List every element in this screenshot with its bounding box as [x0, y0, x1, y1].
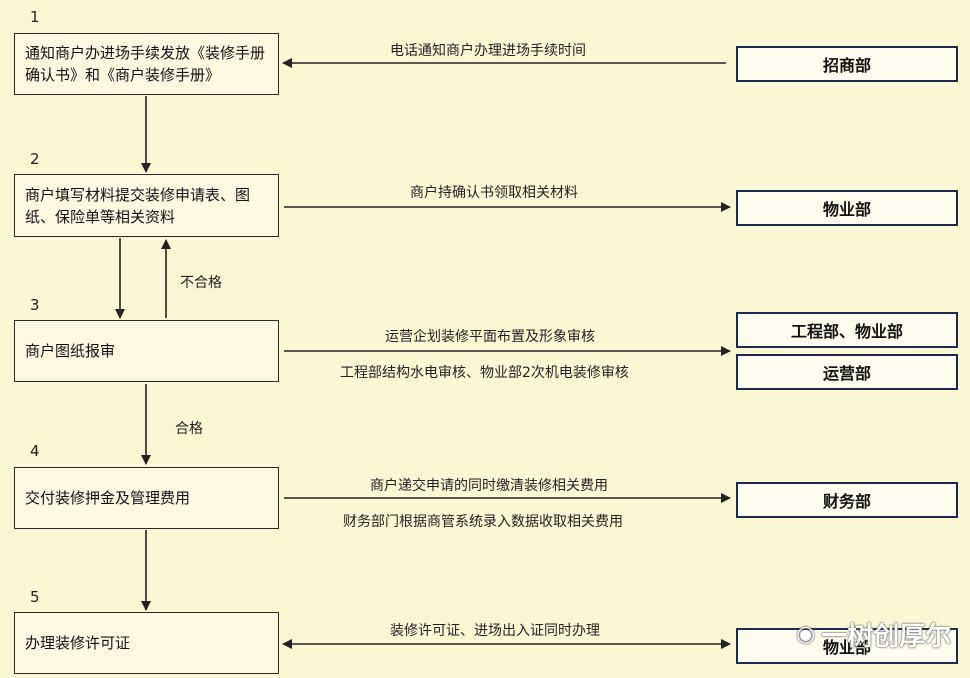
step-2-text: 商户填写材料提交装修申请表、图纸、保险单等相关资料	[25, 185, 251, 226]
dept-yunying-box: 运营部	[736, 354, 958, 390]
step-5-box: 办理装修许可证	[14, 612, 279, 674]
flow-1-label: 电话通知商户办理进场手续时间	[390, 43, 586, 59]
step-1-number: 1	[30, 8, 40, 26]
dept-wuye-2-box: 物业部	[736, 628, 958, 664]
flow-4b-label: 财务部门根据商管系统录入数据收取相关费用	[343, 514, 623, 530]
step-5-text: 办理装修许可证	[25, 634, 131, 652]
step-3-text: 商户图纸报审	[25, 342, 116, 360]
fail-label: 不合格	[180, 275, 222, 291]
step-3-number: 3	[30, 296, 40, 314]
dept-gongcheng-wuye-box: 工程部、物业部	[736, 312, 958, 348]
flow-4a-label: 商户递交申请的同时缴清装修相关费用	[370, 478, 608, 494]
dept-zhaoshang-box: 招商部	[736, 46, 958, 82]
flow-3a-label: 运营企划装修平面布置及形象审核	[385, 329, 595, 345]
step-4-text: 交付装修押金及管理费用	[25, 489, 191, 507]
dept-wuye-box: 物业部	[736, 190, 958, 226]
flow-3b-label: 工程部结构水电审核、物业部2次机电装修审核	[340, 365, 629, 381]
step-2-box: 商户填写材料提交装修申请表、图纸、保险单等相关资料	[14, 174, 279, 237]
step-5-number: 5	[30, 588, 40, 606]
watermark: ◉ 一树创厚尔	[796, 616, 951, 653]
step-3-box: 商户图纸报审	[14, 320, 279, 382]
step-4-box: 交付装修押金及管理费用	[14, 467, 279, 529]
step-1-box: 通知商户办进场手续发放《装修手册确认书》和《商户装修手册》	[14, 33, 279, 95]
flow-2-label: 商户持确认书领取相关材料	[410, 185, 578, 201]
step-1-text: 通知商户办进场手续发放《装修手册确认书》和《商户装修手册》	[25, 44, 266, 84]
pass-label: 合格	[175, 421, 203, 437]
flow-5-label: 装修许可证、进场出入证同时办理	[390, 623, 600, 639]
watermark-text: 一树创厚尔	[821, 622, 952, 652]
wechat-icon: ◉	[796, 622, 816, 647]
step-2-number: 2	[30, 150, 40, 168]
dept-caiwu-box: 财务部	[736, 482, 958, 518]
step-4-number: 4	[30, 442, 40, 460]
